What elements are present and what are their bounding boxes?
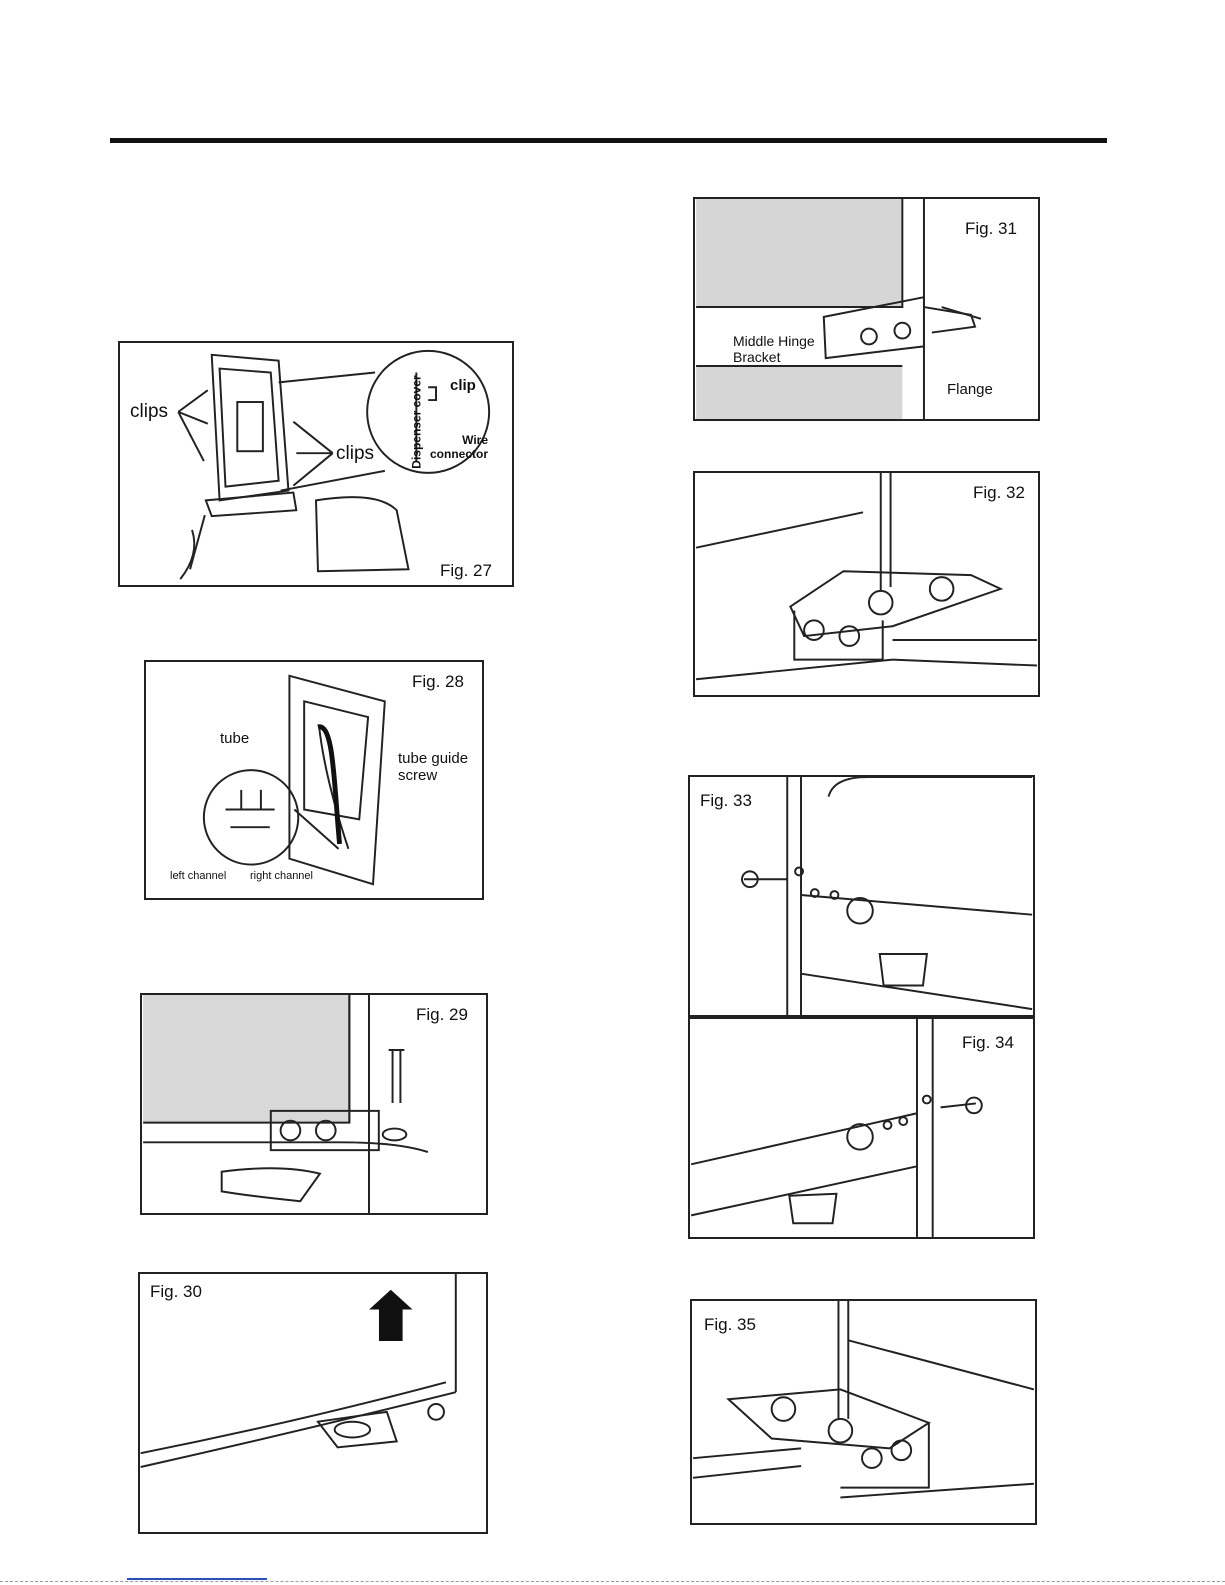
figure-33: Fig. 33 [688, 775, 1035, 1017]
figure-28: tube tube guide screw left channel right… [144, 660, 484, 900]
figure-27: clips clips clip Dispenser cover Wire co… [118, 341, 514, 587]
footer-link-underline[interactable] [127, 1578, 267, 1580]
hinge-bracket-illustration [695, 473, 1038, 695]
middle-hinge-bracket-label: Middle Hinge Bracket [733, 333, 823, 365]
door-lift-illustration [140, 1274, 486, 1532]
clips-left-label: clips [130, 401, 168, 423]
clips-right-label: clips [336, 443, 374, 465]
figure-31: Middle Hinge Bracket Flange Fig. 31 [693, 197, 1040, 421]
figure-label: Fig. 33 [700, 791, 752, 811]
figure-32: Fig. 32 [693, 471, 1040, 697]
clip-label: clip [450, 377, 476, 394]
figure-label: Fig. 27 [440, 561, 492, 581]
tube-guide-screw-label: tube guide screw [398, 750, 478, 784]
figure-label: Fig. 34 [962, 1033, 1014, 1053]
figure-label: Fig. 31 [965, 219, 1017, 239]
figure-34: Fig. 34 [688, 1017, 1035, 1239]
wire-connector-label: Wire connector [420, 433, 488, 461]
right-channel-label: right channel [250, 870, 313, 882]
figure-label: Fig. 28 [412, 672, 464, 692]
tube-label: tube [220, 730, 249, 747]
hinge-hole-screw-illustration [690, 777, 1033, 1015]
figure-35: Fig. 35 [690, 1299, 1037, 1525]
left-channel-label: left channel [170, 870, 226, 882]
footer-divider [0, 1581, 1225, 1582]
figure-30: Fig. 30 [138, 1272, 488, 1534]
hinge-pin-illustration [142, 995, 486, 1213]
header-rule [110, 138, 1107, 143]
figure-label: Fig. 30 [150, 1282, 202, 1302]
figure-label: Fig. 29 [416, 1005, 468, 1025]
figure-label: Fig. 35 [704, 1315, 756, 1335]
figure-29: Fig. 29 [140, 993, 488, 1215]
flange-label: Flange [947, 381, 993, 398]
figure-label: Fig. 32 [973, 483, 1025, 503]
